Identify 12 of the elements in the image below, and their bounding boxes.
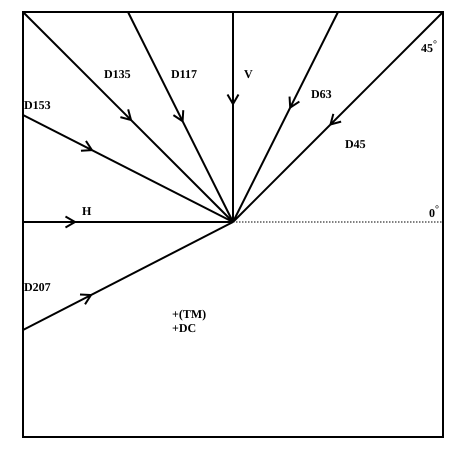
mode-label: +(TM) (172, 308, 206, 320)
direction-label: D63 (311, 88, 332, 100)
direction-label: D135 (104, 68, 131, 80)
direction-label: H (82, 205, 92, 217)
direction-label: D45 (345, 138, 366, 150)
angle-label: 45$^{°}$ (421, 40, 437, 54)
mode-label: +DC (172, 322, 196, 334)
angle-label: 0$^{°}$ (429, 205, 439, 219)
direction-label: D153 (24, 99, 51, 111)
direction-label: D117 (171, 68, 198, 80)
direction-label: D207 (24, 281, 51, 293)
direction-label: V (244, 68, 253, 80)
